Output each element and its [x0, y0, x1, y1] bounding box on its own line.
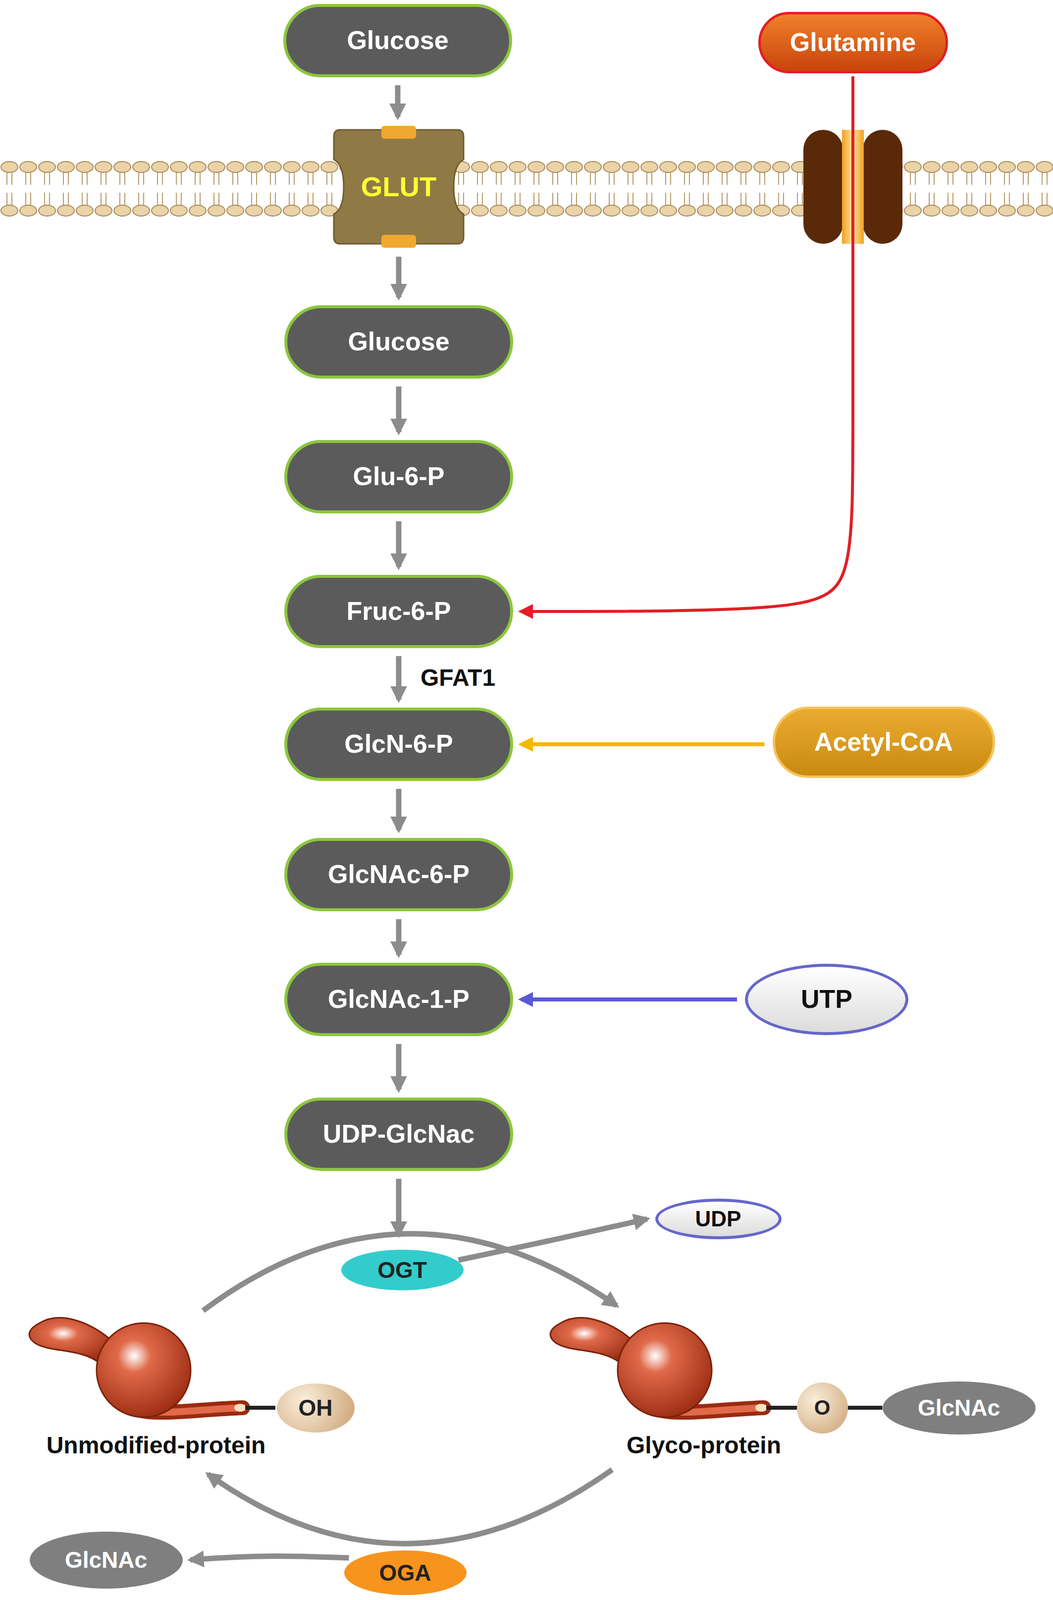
nucleotide-ellipse: UTP	[744, 963, 909, 1035]
sugar-ellipse: GlcNAc	[29, 1530, 183, 1588]
node-text: UDP	[695, 1206, 742, 1231]
node-text: Glu-6-P	[353, 462, 445, 491]
pathway-arrow	[396, 1178, 402, 1235]
node-text: GlcNAc	[917, 1394, 1001, 1421]
metabolite-box: Glucose	[283, 3, 513, 78]
node-text: GlcNAc	[64, 1546, 148, 1573]
protein-label: Glyco-protein	[624, 1431, 784, 1459]
cofactor-box: Acetyl-CoA	[772, 706, 996, 778]
unmodified-protein-figure	[29, 1316, 247, 1417]
node-text: GlcN-6-P	[344, 729, 454, 758]
pathway-arrow	[396, 386, 402, 432]
node-text: Glucose	[347, 327, 450, 356]
node-text: Acetyl-CoA	[814, 727, 953, 756]
hydroxyl-ellipse: OH	[276, 1382, 355, 1432]
node-text: Glutamine	[789, 28, 916, 57]
metabolite-box: Fruc-6-P	[284, 574, 514, 648]
node-text: OGT	[377, 1257, 427, 1283]
protein-label: Unmodified-protein	[44, 1431, 268, 1459]
pathway-arrow	[458, 1218, 648, 1260]
node-text: O	[814, 1395, 831, 1419]
nucleotide-ellipse: UDP	[655, 1198, 782, 1239]
sugar-ellipse: GlcNAc	[882, 1380, 1036, 1434]
metabolite-box: GlcN-6-P	[284, 707, 514, 781]
enzyme-label: GFAT1	[418, 664, 498, 691]
nutrient-box: Glutamine	[758, 11, 948, 74]
metabolite-box: GlcNAc-1-P	[284, 962, 514, 1036]
pathway-arrow	[847, 1405, 883, 1410]
pathway-arrow	[396, 918, 402, 955]
oxygen-circle: O	[796, 1381, 848, 1433]
metabolite-box: Glucose	[284, 305, 514, 379]
node-text: GlcNAc-6-P	[327, 859, 470, 889]
pathway-arrow	[396, 256, 402, 298]
pathway-arrow	[396, 1043, 402, 1090]
cycle-arc	[203, 1233, 617, 1311]
node-text: UTP	[800, 984, 853, 1013]
pathway-arrow	[395, 85, 401, 117]
node-text: OH	[298, 1394, 333, 1421]
pathway-arrow	[521, 997, 738, 1001]
node-text: UDP-GlcNac	[322, 1119, 475, 1148]
pathway-arrow	[396, 788, 402, 830]
transporter-shape: GLUT	[329, 124, 468, 249]
glyco-protein-figure	[550, 1316, 768, 1417]
node-text: GLUT	[361, 171, 437, 203]
pathway-arrow	[396, 521, 402, 567]
node-text: OGA	[379, 1559, 432, 1585]
pathway-arrow	[521, 741, 765, 746]
cycle-arc	[208, 1469, 613, 1543]
enzyme-ellipse: OGT	[341, 1249, 464, 1290]
metabolite-box: Glu-6-P	[284, 439, 514, 514]
pathway-arrow	[396, 655, 402, 700]
node-text: Fruc-6-P	[346, 596, 452, 626]
pathway-arrow	[190, 1555, 350, 1560]
enzyme-ellipse: OGA	[344, 1549, 467, 1595]
node-text: GlcNAc-1-P	[327, 984, 470, 1013]
node-text: Glucose	[346, 26, 449, 55]
metabolite-box: GlcNAc-6-P	[284, 837, 514, 911]
metabolite-box: UDP-GlcNac	[284, 1097, 514, 1171]
pathway-arrow	[521, 76, 853, 612]
bond-line	[245, 1405, 276, 1410]
